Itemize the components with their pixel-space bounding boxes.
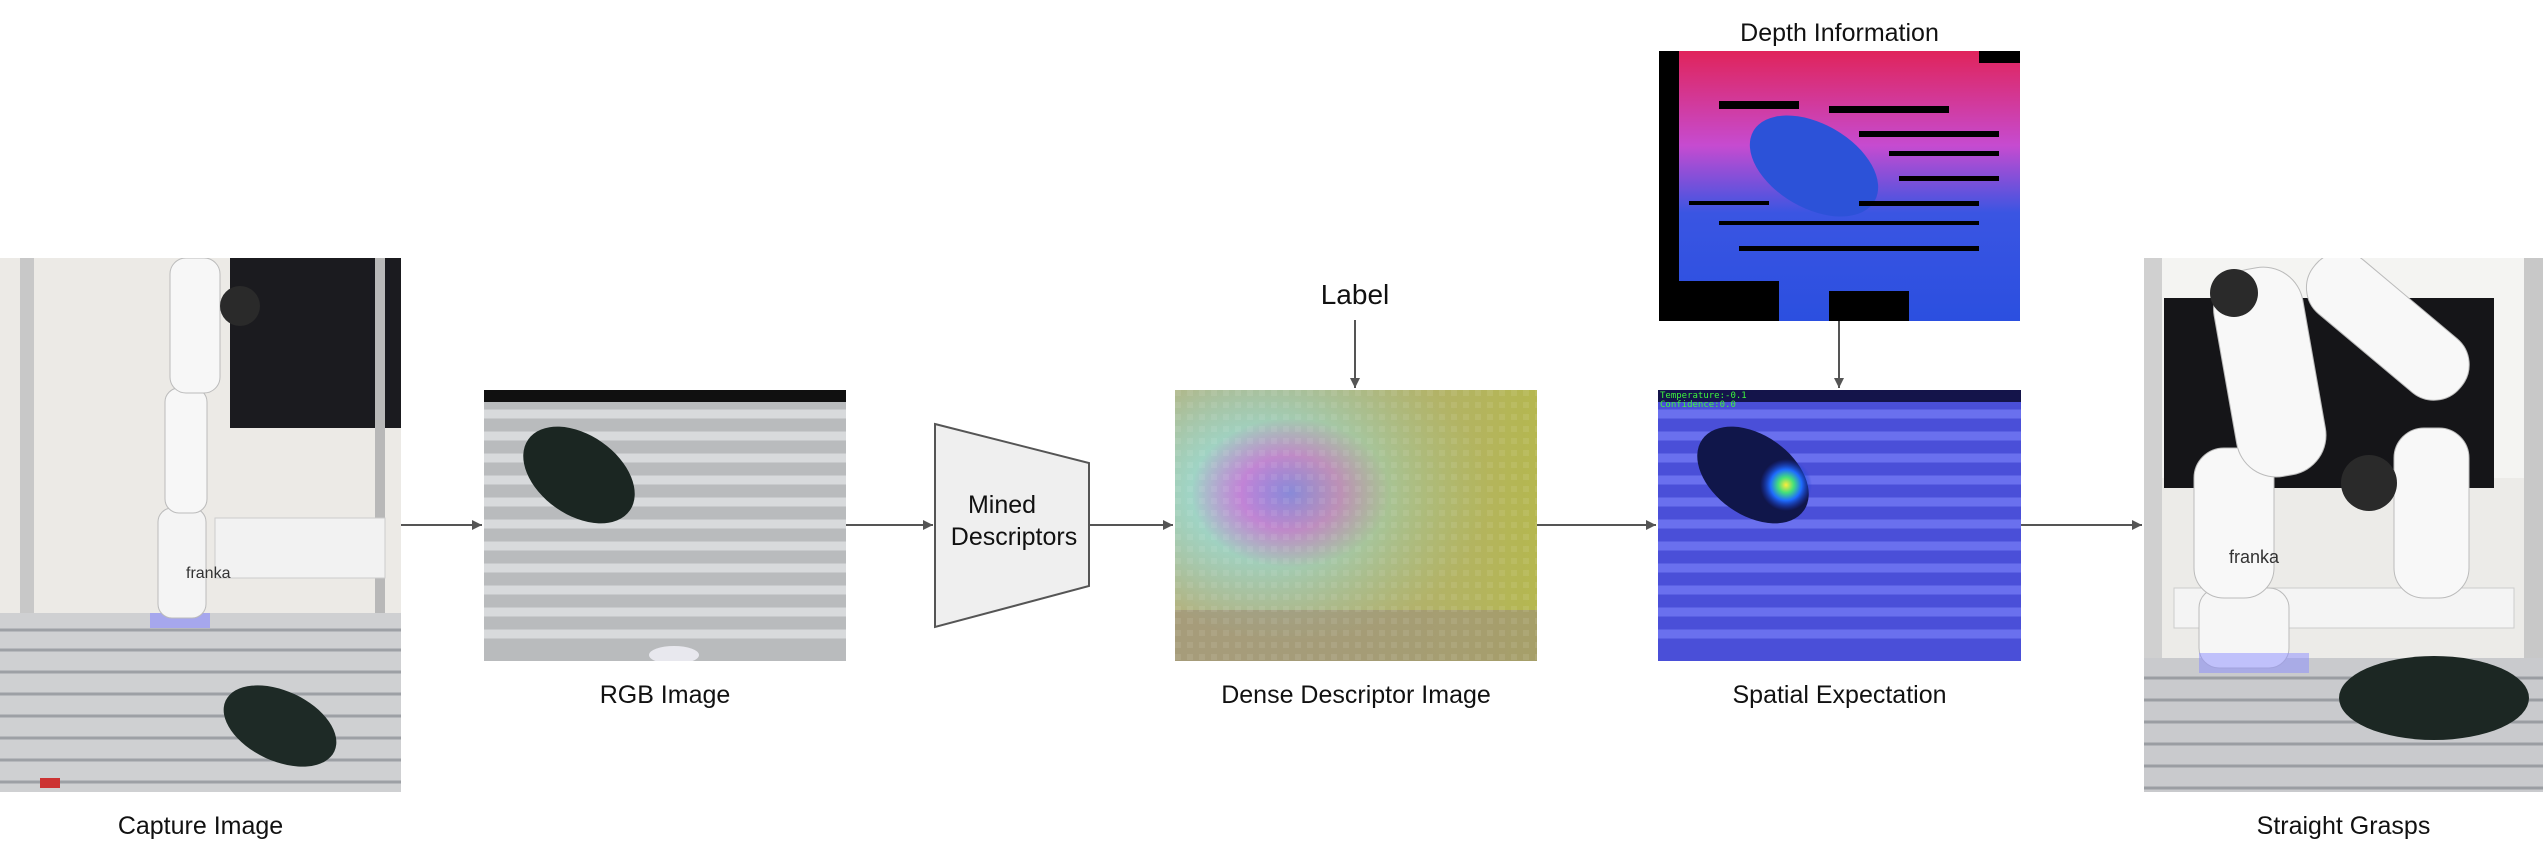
mined-descriptors-trapezoid	[934, 422, 1090, 629]
label-spatial-expectation: Spatial Expectation	[1732, 681, 1947, 709]
label-depth-information: Depth Information	[1740, 19, 1939, 47]
label-rgb-image: RGB Image	[599, 681, 731, 709]
dense-descriptor-image	[1175, 390, 1537, 661]
rgb-image	[484, 390, 846, 661]
overlay-confidence: Confidence:0.0	[1660, 400, 1736, 410]
label-capture-image: Capture Image	[117, 812, 284, 840]
spatial-expectation-image: Temperature:-0.1 Confidence:0.0	[1658, 390, 2021, 661]
svg-text:franka: franka	[2229, 547, 2280, 567]
overlay-temperature: Temperature:-0.1	[1660, 391, 1747, 401]
label-label: Label	[1320, 279, 1390, 310]
capture-image-photo: franka	[0, 258, 401, 792]
depth-information-image	[1659, 51, 2020, 321]
mined-label-line1: Mined	[968, 491, 1036, 519]
label-straight-grasps: Straight Grasps	[2256, 812, 2431, 840]
label-dense-descriptor-image: Dense Descriptor Image	[1221, 681, 1491, 709]
straight-grasps-photo: franka	[2144, 258, 2543, 792]
mined-label-line2: Descriptors	[951, 523, 1077, 551]
svg-text:franka: franka	[186, 565, 231, 582]
